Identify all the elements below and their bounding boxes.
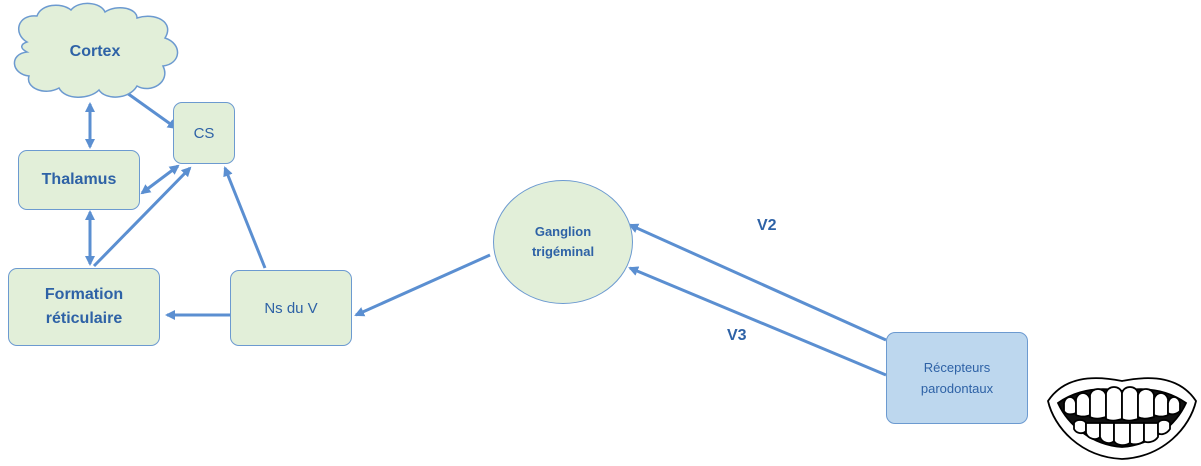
ganglion-label-line1: Ganglion	[534, 224, 592, 239]
cortex-label: Cortex	[69, 43, 121, 60]
formation-label-line1: Formation	[44, 286, 124, 303]
recepteurs-label-line2: parodontaux	[920, 381, 994, 396]
ganglion-label-line2: trigéminal	[531, 244, 595, 259]
arrow-ganglion-nsduv	[354, 253, 491, 317]
arrow-recepteurs-ganglion-v3	[628, 266, 887, 377]
arrow-thalamus-cs	[140, 164, 180, 195]
teeth-smile-icon	[1047, 377, 1197, 460]
formation-reticulaire-node: Formation réticulaire	[8, 268, 160, 346]
edge-label-v2: V2	[757, 217, 777, 234]
cloud-shape	[13, 2, 179, 98]
cortex-node: Cortex	[5, 2, 185, 102]
arrow-cortex-cs	[118, 86, 178, 130]
recepteurs-label-line1: Récepteurs	[923, 360, 991, 375]
edge-label-v3: V3	[727, 327, 747, 344]
thalamus-node: Thalamus	[18, 150, 140, 210]
thalamus-label: Thalamus	[41, 171, 117, 188]
recepteurs-parodontaux-node: Récepteurs parodontaux	[886, 332, 1028, 424]
arrow-nsduv-cs	[223, 166, 267, 269]
arrow-formation-cs	[92, 166, 192, 268]
ns-du-v-label: Ns du V	[264, 299, 318, 317]
ganglion-trigeminal-node: Ganglion trigéminal	[493, 180, 633, 304]
cs-label: CS	[193, 124, 215, 142]
ns-du-v-node: Ns du V	[230, 270, 352, 346]
formation-label-line2: réticulaire	[45, 310, 123, 327]
cs-node: CS	[173, 102, 235, 164]
arrow-recepteurs-ganglion-v2	[628, 223, 887, 342]
